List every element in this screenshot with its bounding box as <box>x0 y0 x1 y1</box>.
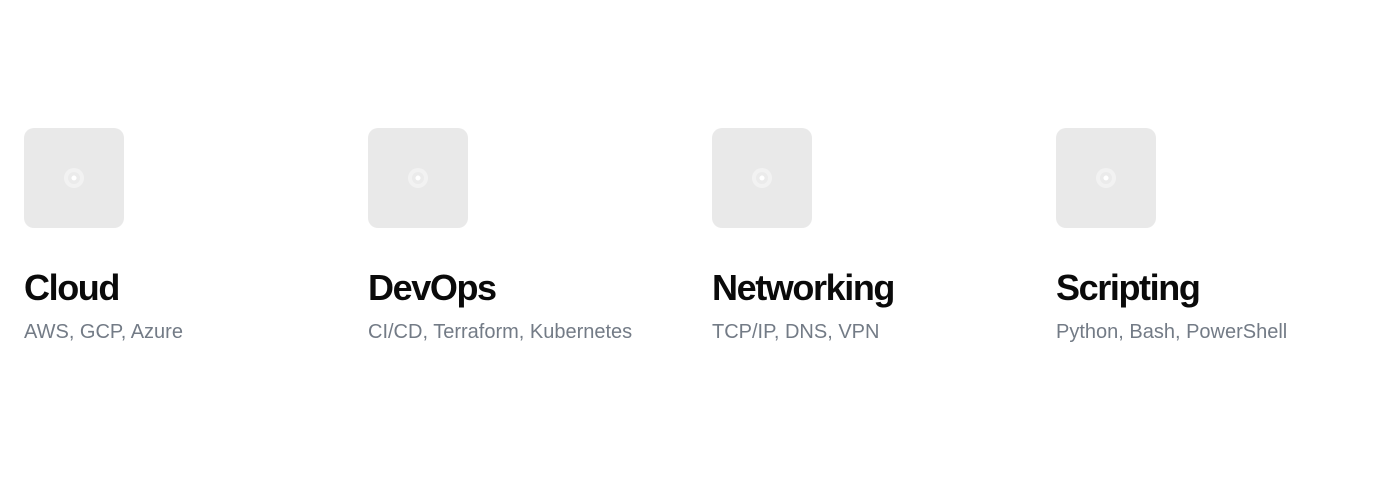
skill-icon-tile <box>24 128 124 228</box>
skill-card-networking: Networking TCP/IP, DNS, VPN <box>712 128 1032 358</box>
skill-icon-tile <box>1056 128 1156 228</box>
skill-tags: Python, Bash, PowerShell <box>1056 321 1288 343</box>
skill-tags: TCP/IP, DNS, VPN <box>712 321 880 343</box>
skill-title: Networking <box>712 267 895 308</box>
skills-grid: Cloud AWS, GCP, Azure DevOps CI/CD, Terr… <box>24 128 1376 358</box>
skill-card-devops: DevOps CI/CD, Terraform, Kubernetes <box>368 128 688 358</box>
skill-title: Scripting <box>1056 267 1201 308</box>
placeholder-image-icon <box>64 168 84 188</box>
skill-title: DevOps <box>368 267 497 308</box>
skill-card-scripting: Scripting Python, Bash, PowerShell <box>1056 128 1376 358</box>
skill-title: Cloud <box>24 267 120 308</box>
skill-tags: AWS, GCP, Azure <box>24 321 183 343</box>
skill-icon-tile <box>368 128 468 228</box>
skill-tags: CI/CD, Terraform, Kubernetes <box>368 321 633 343</box>
placeholder-image-icon <box>408 168 428 188</box>
skill-icon-tile <box>712 128 812 228</box>
placeholder-image-icon <box>1096 168 1116 188</box>
skill-card-cloud: Cloud AWS, GCP, Azure <box>24 128 344 358</box>
placeholder-image-icon <box>752 168 772 188</box>
